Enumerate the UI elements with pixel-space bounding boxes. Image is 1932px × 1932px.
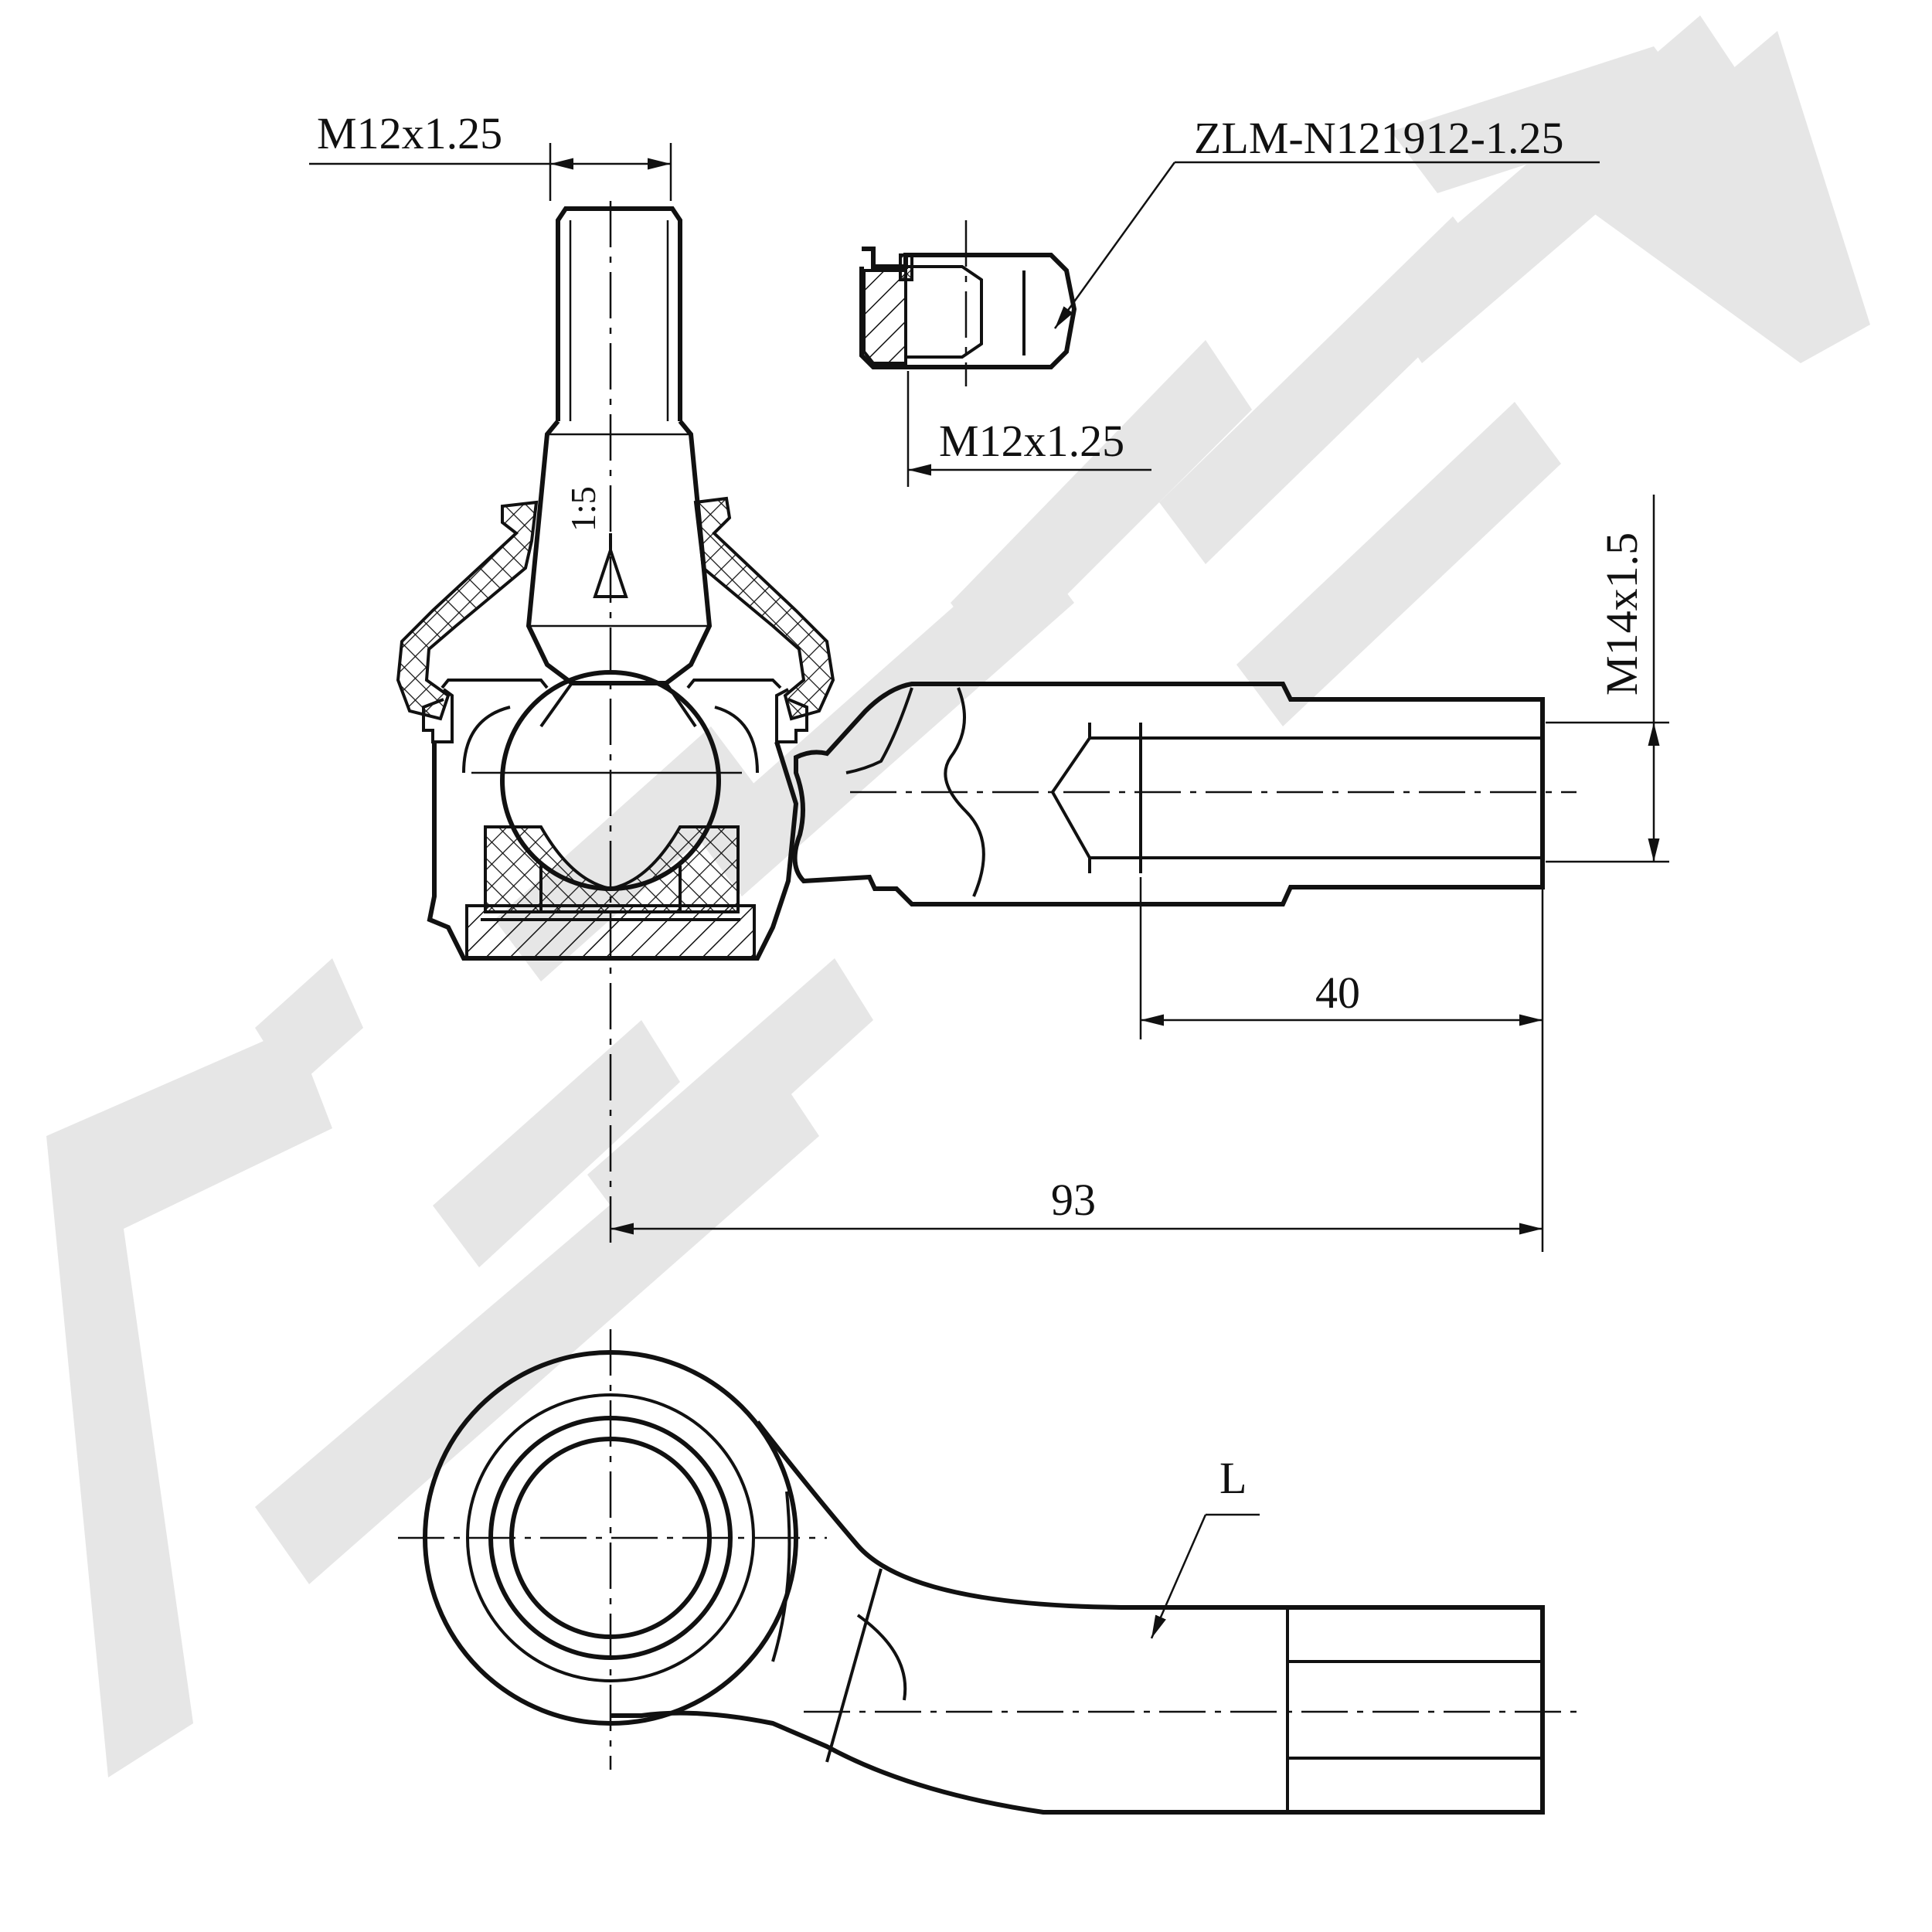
nut-thread-label: M12x1.25: [939, 416, 1124, 466]
body-thread-label: M14x1.5: [1597, 532, 1647, 696]
side-mark-label: L: [1219, 1453, 1247, 1503]
boot-and-housing: [396, 496, 835, 961]
plan-view: [398, 1329, 1577, 1815]
nut: [859, 161, 1600, 386]
nut-part-number-label: ZLM-N121912-1.25: [1194, 113, 1563, 163]
thread-length-label: 40: [1315, 968, 1360, 1018]
dimensions: [309, 143, 1669, 1252]
taper-label: 1:5: [563, 486, 603, 532]
tie-rod-body-side: [792, 682, 1577, 906]
watermark-logo: [46, 15, 1870, 1777]
stud-thread-label: M12x1.25: [317, 108, 502, 158]
overall-length-label: 93: [1051, 1175, 1096, 1225]
ball-stud: [500, 201, 721, 1252]
